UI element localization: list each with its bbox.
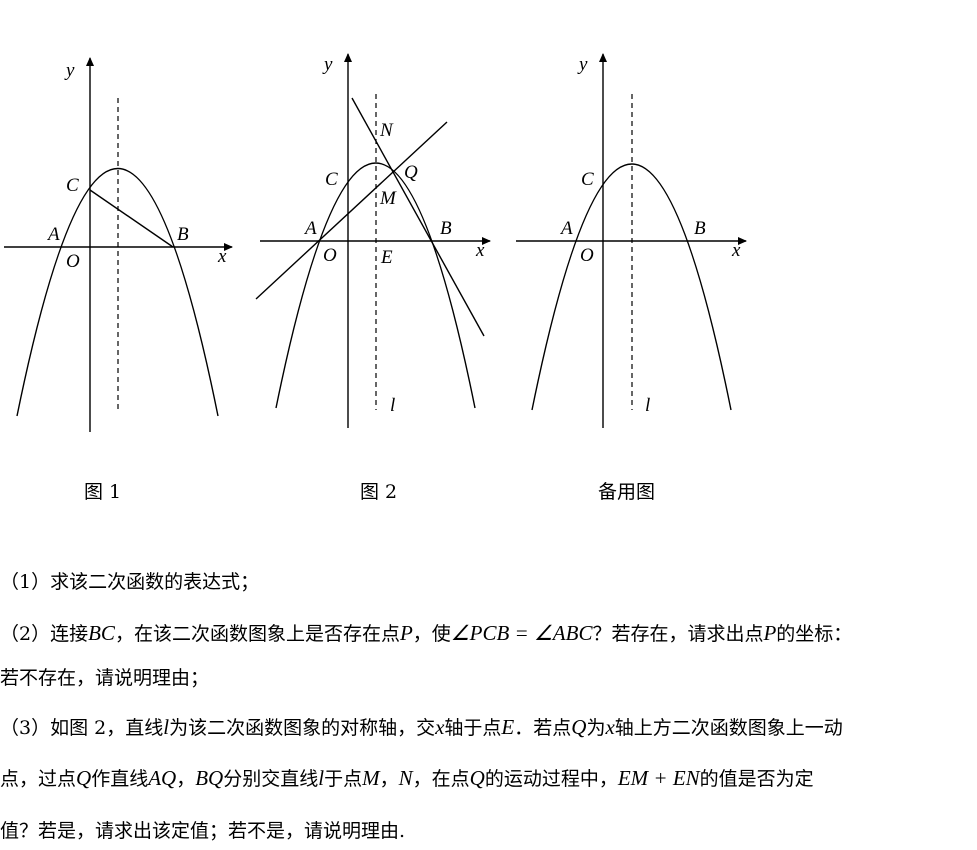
fig1-segment-cb — [89, 189, 174, 248]
q2-angle-equation: ∠PCB = ∠ABC — [450, 621, 593, 645]
q2-text: （2）连接 — [0, 623, 89, 645]
fig1-label-a: A — [46, 224, 60, 245]
figure-spare-caption: 备用图 — [598, 481, 656, 503]
fig1-label-c: C — [66, 175, 79, 196]
fig3-label-x: x — [731, 240, 741, 261]
fig3-label-a: A — [559, 218, 573, 239]
fig1-label-y: y — [64, 60, 75, 81]
question-1: （1）求该二次函数的表达式； — [0, 571, 260, 593]
fig1-label-b: B — [177, 224, 189, 245]
fig2-label-c: C — [325, 169, 338, 190]
figure-spare — [516, 53, 747, 428]
fig3-label-y: y — [577, 54, 588, 75]
fig1-parabola — [16, 167, 219, 417]
q3-text: 的值是否为定 — [699, 768, 814, 790]
fig2-label-b: B — [440, 218, 452, 239]
q3-text: ， — [379, 768, 399, 790]
q3-var-aq: AQ — [148, 766, 177, 790]
fig3-label-b: B — [694, 218, 706, 239]
question-3-line-2: 点，过点Q作直线AQ，BQ分别交直线l于点M，N，在点Q的运动过程中，EM + … — [0, 765, 977, 792]
q3-var-l: l — [163, 715, 170, 739]
fig2-label-e: E — [380, 247, 393, 268]
fig2-label-o: O — [323, 245, 337, 266]
q3-text: （3）如图 2，直线 — [0, 717, 164, 739]
q2-var-p: P — [399, 621, 413, 645]
fig2-line-aq — [255, 121, 448, 300]
q3-var-x: x — [605, 715, 615, 739]
q3-text: 轴上方二次函数图象上一动 — [614, 717, 843, 739]
fig1-label-x: x — [217, 246, 227, 267]
q3-text: 作直线 — [91, 768, 149, 790]
q2-text: ，使 — [412, 623, 451, 645]
fig3-label-o: O — [580, 245, 594, 266]
fig2-label-n: N — [379, 120, 394, 141]
q2-text: ，在该二次函数图象上是否存在点 — [114, 623, 400, 645]
fig2-label-q: Q — [404, 162, 418, 183]
fig3-label-l: l — [645, 395, 650, 416]
q3-text: 分别交直线 — [223, 768, 319, 790]
fig1-label-o: O — [66, 251, 80, 272]
fig2-label-y: y — [322, 54, 333, 75]
q3-expression: EM + EN — [617, 766, 700, 790]
q3-var-l: l — [318, 766, 325, 790]
q3-text: 点，过点 — [0, 768, 77, 790]
fig2-label-l: l — [390, 395, 395, 416]
q3-text: 的运动过程中， — [484, 768, 618, 790]
q3-text: ，在点 — [412, 768, 470, 790]
q2-text: 的坐标： — [776, 623, 853, 645]
q3-var-e: E — [501, 715, 515, 739]
fig2-parabola — [275, 162, 476, 409]
q2-var-bc: BC — [88, 621, 115, 645]
figure-2-caption: 图 2 — [360, 481, 398, 503]
q3-text: 为 — [586, 717, 606, 739]
fig2-label-x: x — [475, 240, 485, 261]
fig3-parabola — [531, 163, 732, 411]
fig3-label-c: C — [581, 169, 594, 190]
q3-text: ， — [176, 768, 196, 790]
q3-text: 为该二次函数图象的对称轴，交 — [169, 717, 436, 739]
q3-var-q: Q — [571, 715, 587, 739]
figure-1-caption: 图 1 — [84, 481, 122, 503]
figure-1 — [4, 57, 233, 432]
question-2-line-1: （2）连接BC，在该二次函数图象上是否存在点P，使∠PCB = ∠ABC？若存在… — [0, 620, 977, 647]
fig2-line-bq — [351, 97, 485, 337]
q3-var-x: x — [435, 715, 445, 739]
q3-text: ．若点 — [514, 717, 572, 739]
question-3-line-1: （3）如图 2，直线l为该二次函数图象的对称轴，交x轴于点E．若点Q为x轴上方二… — [0, 714, 977, 741]
fig2-label-m: M — [379, 188, 397, 209]
q3-var-bq: BQ — [195, 766, 224, 790]
fig2-label-a: A — [303, 218, 317, 239]
q3-text: 轴于点 — [444, 717, 502, 739]
q3-text: 于点 — [324, 768, 363, 790]
q3-var-q: Q — [76, 766, 92, 790]
question-3-line-3: 值？若是，请求出该定值；若不是，请说明理由. — [0, 820, 406, 842]
q3-var-m: M — [362, 766, 380, 790]
q3-var-n: N — [398, 766, 413, 790]
figure-2 — [255, 53, 491, 428]
figures-area: y x C A B O y x N C Q M A B O E l y x C — [4, 53, 747, 432]
q2-var-p: P — [763, 621, 777, 645]
question-2-line-2: 若不存在，请说明理由； — [0, 667, 210, 689]
q2-text: ？若存在，请求出点 — [592, 623, 764, 645]
q3-var-q: Q — [469, 766, 485, 790]
